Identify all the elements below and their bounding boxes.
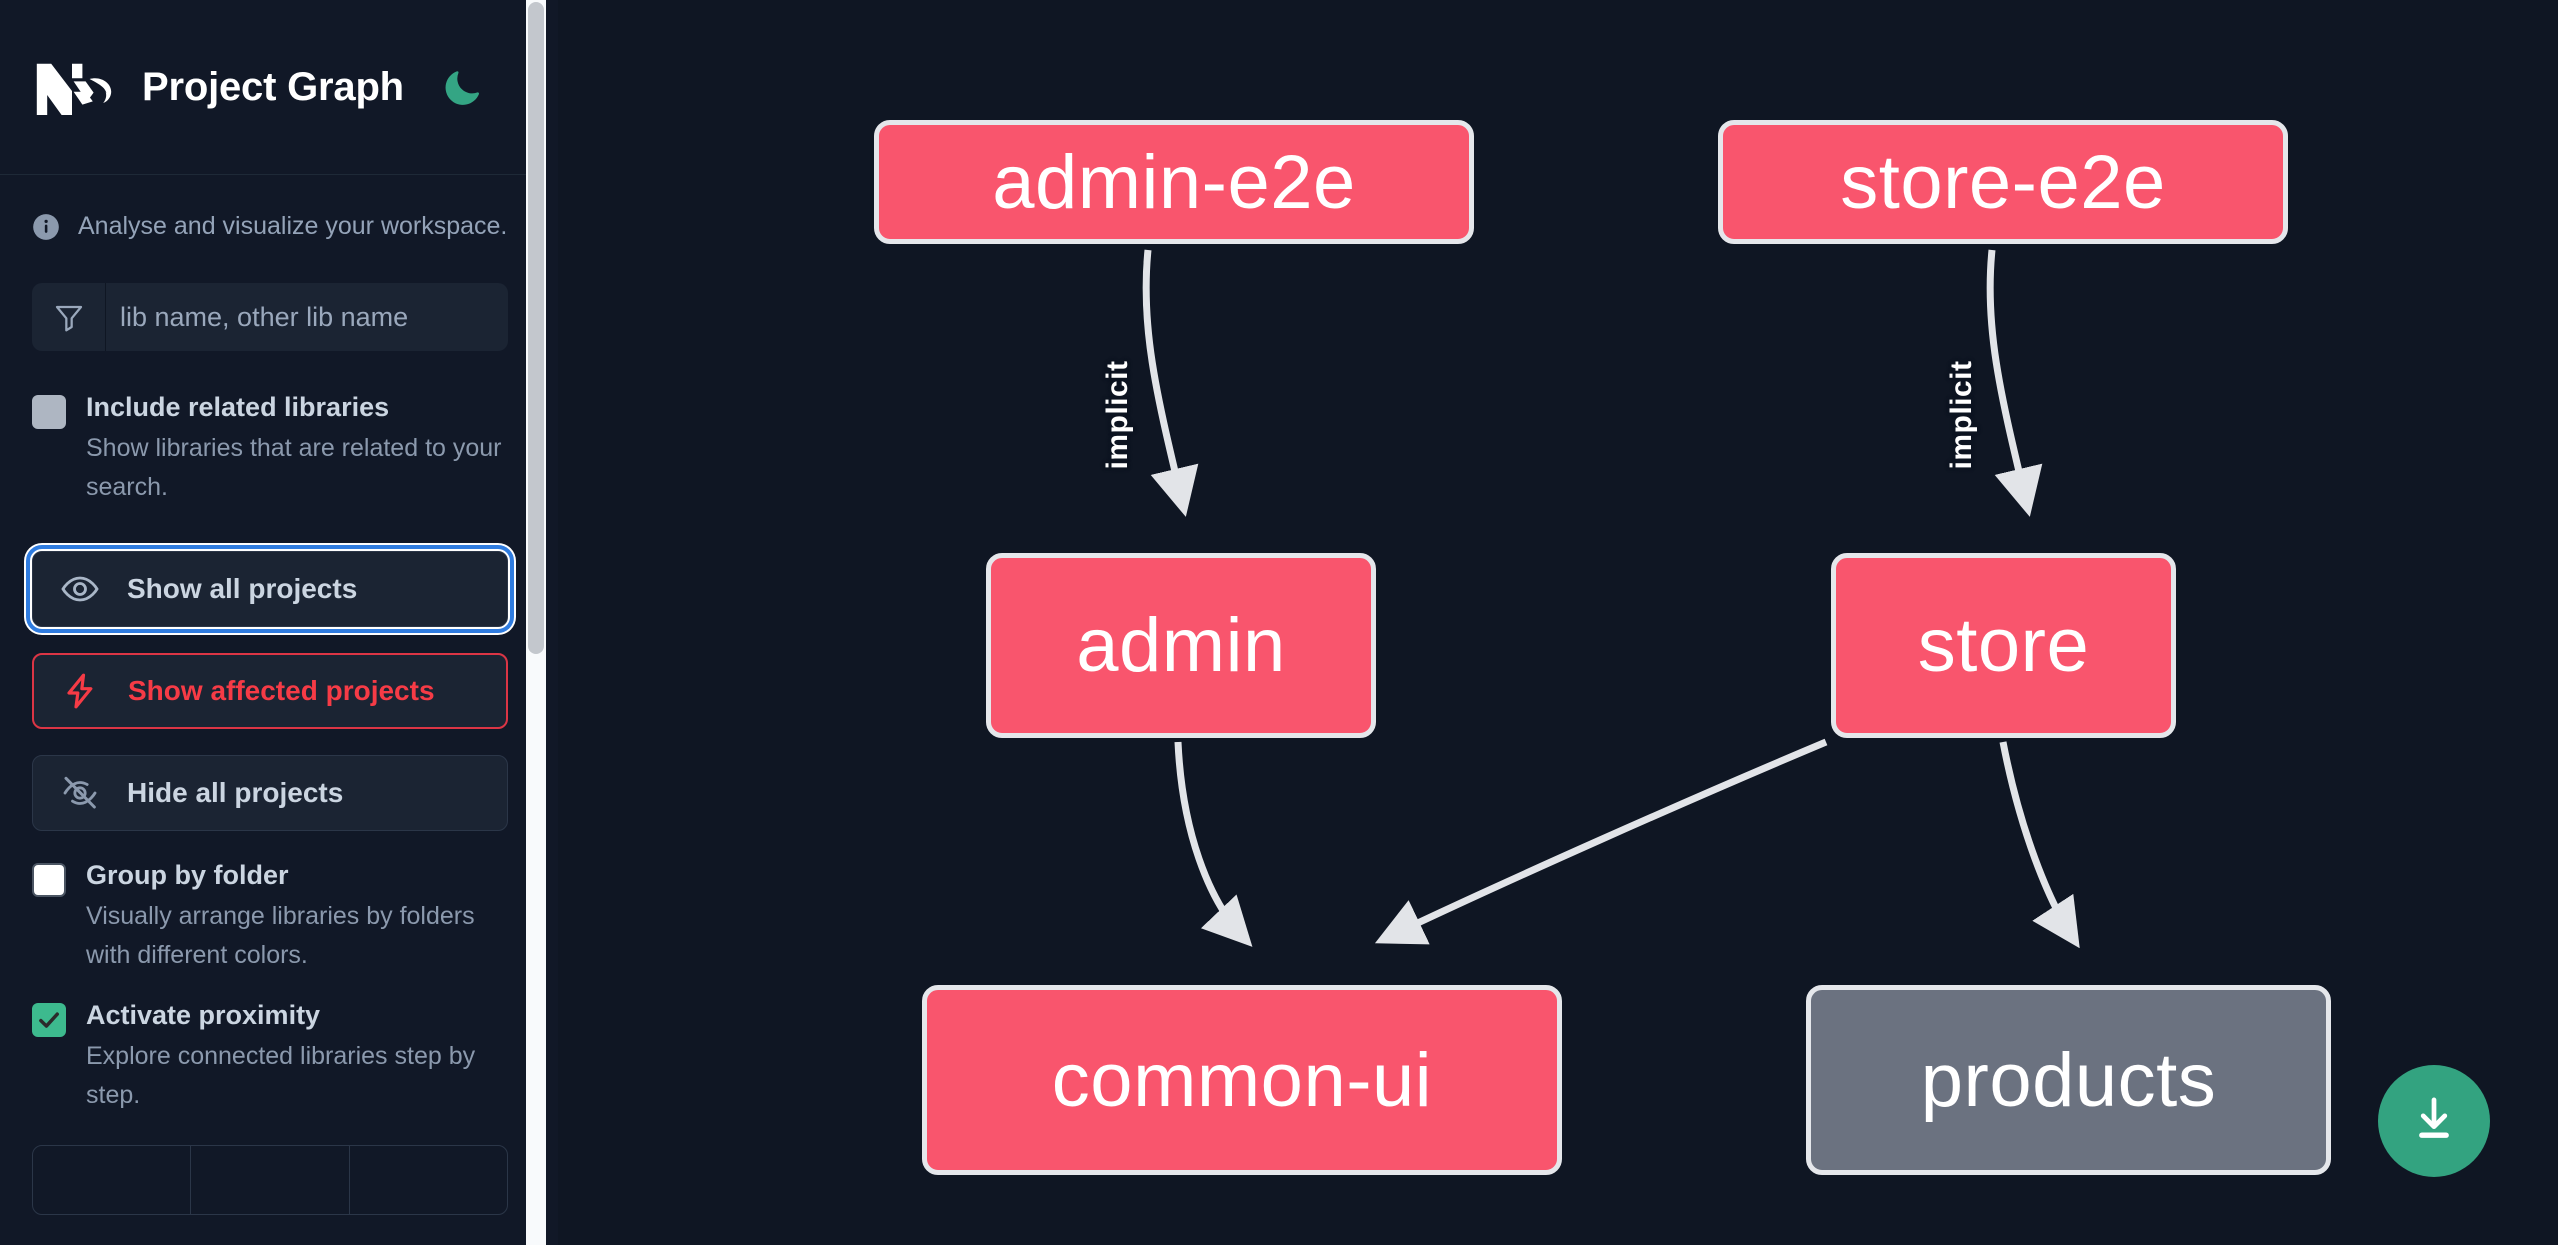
proximity-decrease-button[interactable] (33, 1146, 192, 1214)
proximity-stepper-control[interactable] (32, 1145, 508, 1215)
visibility-buttons: Show all projects Show affected projects (0, 545, 540, 831)
edge-store-e2e-to-store (1986, 249, 2043, 517)
sidebar-tagline-text: Analyse and visualize your workspace. (78, 212, 508, 240)
checkbox-label-include-related-libraries: Include related libraries (86, 392, 390, 422)
graph-edges (1142, 249, 2080, 949)
show-affected-projects-button[interactable]: Show affected projects (32, 653, 508, 729)
graph-node-admin-e2e[interactable]: admin-e2e (874, 120, 1474, 244)
app-title: Project Graph (142, 64, 404, 109)
show-all-projects-label: Show all projects (127, 573, 358, 604)
graph-node-common-ui[interactable]: common-ui (922, 985, 1562, 1175)
sidebar-scrollbar-thumb[interactable] (528, 2, 544, 654)
checkbox-description-include-related-libraries: Show libraries that are related to your … (86, 434, 502, 501)
checkbox-group-by-folder[interactable] (32, 863, 66, 897)
checkbox-row-include-related-libraries[interactable]: Include related libraries Show libraries… (0, 389, 540, 507)
download-icon (2407, 1092, 2461, 1151)
sidebar-scrollbar[interactable] (526, 0, 546, 1245)
checkbox-label-activate-proximity: Activate proximity (86, 1000, 321, 1030)
nx-logo-icon (32, 59, 120, 115)
graph-node-store-e2e[interactable]: store-e2e (1718, 120, 2288, 244)
search-input[interactable] (106, 283, 508, 351)
download-image-button[interactable] (2378, 1065, 2490, 1177)
moon-icon[interactable] (440, 64, 486, 110)
hide-all-projects-button[interactable]: Hide all projects (32, 755, 508, 831)
checkbox-row-activate-proximity[interactable]: Activate proximity Explore connected lib… (0, 997, 540, 1115)
sidebar-tagline: Analyse and visualize your workspace. (0, 175, 540, 241)
checkbox-include-related-libraries[interactable] (32, 395, 66, 429)
checkbox-label-group-by-folder: Group by folder (86, 860, 289, 890)
graph-node-store[interactable]: store (1831, 553, 2176, 738)
checkbox-activate-proximity[interactable] (32, 1003, 66, 1037)
proximity-increase-button[interactable] (350, 1146, 507, 1214)
filter-funnel-icon (32, 283, 106, 351)
eye-icon (59, 568, 101, 610)
graph-node-products[interactable]: products (1806, 985, 2331, 1175)
sidebar-header: Project Graph (0, 0, 540, 175)
show-affected-projects-label: Show affected projects (128, 675, 435, 706)
hide-all-projects-label: Hide all projects (127, 777, 344, 808)
checkbox-description-activate-proximity: Explore connected libraries step by step… (86, 1042, 476, 1109)
sidebar: Project Graph Analyse and visualize your… (0, 0, 558, 1245)
checkbox-row-group-by-folder[interactable]: Group by folder Visually arrange librari… (0, 857, 540, 975)
filter-box[interactable] (32, 283, 508, 351)
lightning-bolt-icon (60, 670, 102, 712)
edge-admin-to-common-ui (1174, 741, 1253, 947)
proximity-value (191, 1146, 350, 1214)
graph-node-admin[interactable]: admin (986, 553, 1376, 738)
edge-admin-e2e-to-admin (1142, 249, 1199, 517)
edge-store-to-products (1999, 741, 2080, 949)
info-icon (32, 213, 60, 241)
edge-store-to-common-ui (1374, 738, 1828, 945)
graph-canvas[interactable]: admin-e2e store-e2e admin store common-u… (558, 0, 2558, 1245)
filter-section (0, 241, 540, 351)
eye-off-icon (59, 772, 101, 814)
show-all-projects-button[interactable]: Show all projects (26, 545, 514, 633)
checkbox-description-group-by-folder: Visually arrange libraries by folders wi… (86, 902, 475, 969)
